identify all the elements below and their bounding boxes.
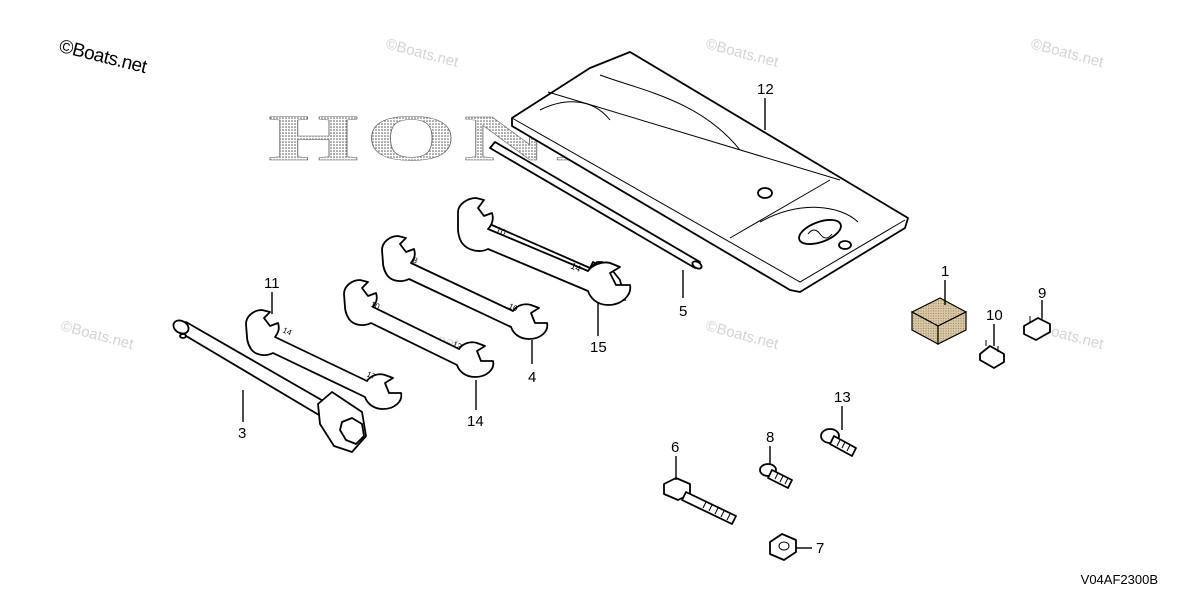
long-bolt-part-6[interactable] — [663, 477, 737, 525]
wrench-part-14[interactable]: 10 12 — [343, 279, 495, 378]
flange-bolt-part-13[interactable] — [820, 428, 857, 457]
part-number-8: 8 — [766, 429, 774, 446]
wrench-size-15a: 10 — [494, 225, 507, 238]
watermark-text: ©Boats.net — [59, 317, 136, 353]
watermark-text: ©Boats.net — [384, 35, 461, 71]
part-number-14: 14 — [467, 413, 484, 430]
fuse-part-10[interactable] — [979, 340, 1005, 369]
part-number-15: 15 — [590, 339, 607, 356]
part-number-13: 13 — [834, 389, 851, 406]
spark-plug-wrench-part-3[interactable] — [171, 318, 367, 453]
wrench-part-4[interactable]: 8 10 — [381, 235, 549, 340]
part-number-9: 9 — [1038, 285, 1046, 302]
part-number-7: 7 — [816, 540, 824, 557]
part-number-5: 5 — [679, 303, 687, 320]
wrench-part-15[interactable]: 10 14 — [457, 197, 632, 306]
part-number-6: 6 — [671, 439, 679, 456]
part-number-12: 12 — [757, 81, 774, 98]
part-number-labels: 12 1 10 9 5 15 4 14 11 3 13 8 6 7 — [238, 81, 1046, 557]
watermark-text: ©Boats.net — [1029, 35, 1106, 71]
wrench-size-4b: 10 — [507, 302, 519, 314]
diagram-code: V04AF2300B — [1080, 572, 1158, 587]
leader-lines — [242, 98, 1043, 549]
part-number-1: 1 — [941, 263, 949, 280]
tool-bag-part-12[interactable] — [511, 51, 909, 293]
part-number-3: 3 — [238, 425, 246, 442]
watermark-text: ©Boats.net — [704, 35, 781, 71]
wrench-size-11a: 14 — [281, 326, 293, 338]
wrench-part-11[interactable]: 14 17 — [245, 309, 403, 410]
part-number-11: 11 — [264, 275, 280, 292]
watermark-text: ©Boats.net — [704, 317, 781, 353]
wrench-size-14b: 12 — [451, 340, 463, 352]
flange-bolt-part-8[interactable] — [759, 463, 793, 489]
wrench-size-4a: 8 — [411, 256, 419, 266]
part-number-10: 10 — [986, 307, 1003, 324]
sponge-part-1[interactable] — [910, 297, 968, 346]
nut-part-7[interactable] — [769, 533, 797, 561]
rod-part-5[interactable] — [489, 141, 703, 270]
wrench-size-15b: 14 — [569, 261, 582, 274]
part-number-4: 4 — [528, 369, 536, 386]
wrench-size-14a: 10 — [369, 300, 381, 312]
wrench-size-11b: 17 — [365, 370, 377, 382]
